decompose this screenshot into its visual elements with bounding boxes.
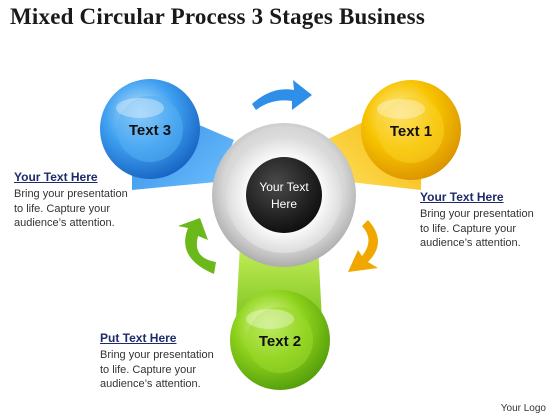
arrow-left-icon	[178, 218, 216, 274]
text-block-body: Bring your presentation to life. Capture…	[14, 188, 128, 229]
arrow-right-icon	[348, 220, 378, 272]
center-hub	[212, 123, 356, 267]
center-label-line1: Your Text	[259, 180, 309, 194]
stage-3-label: Text 3	[129, 122, 171, 139]
arrow-top-icon	[252, 80, 312, 110]
stage-3-node	[100, 79, 200, 179]
page-title: Mixed Circular Process 3 Stages Business	[10, 4, 425, 29]
stage-1-label: Text 1	[390, 123, 432, 140]
stage-1-node	[361, 80, 461, 180]
text-block-body: Bring your presentation to life. Capture…	[420, 208, 534, 249]
stage-2-label: Text 2	[259, 333, 301, 350]
logo-text: Your Logo	[500, 403, 546, 414]
text-block-right: Your Text Here Bring your presentation t…	[420, 190, 560, 251]
text-block-body: Bring your presentation to life. Capture…	[100, 349, 214, 390]
text-block-heading: Your Text Here	[420, 190, 504, 204]
text-block-heading: Put Text Here	[100, 331, 177, 345]
stage-2-node	[230, 290, 330, 390]
text-block-bottom: Put Text Here Bring your presentation to…	[100, 331, 270, 392]
center-label-line2: Here	[271, 197, 297, 211]
text-block-left: Your Text Here Bring your presentation t…	[14, 170, 184, 231]
text-block-heading: Your Text Here	[14, 170, 98, 184]
